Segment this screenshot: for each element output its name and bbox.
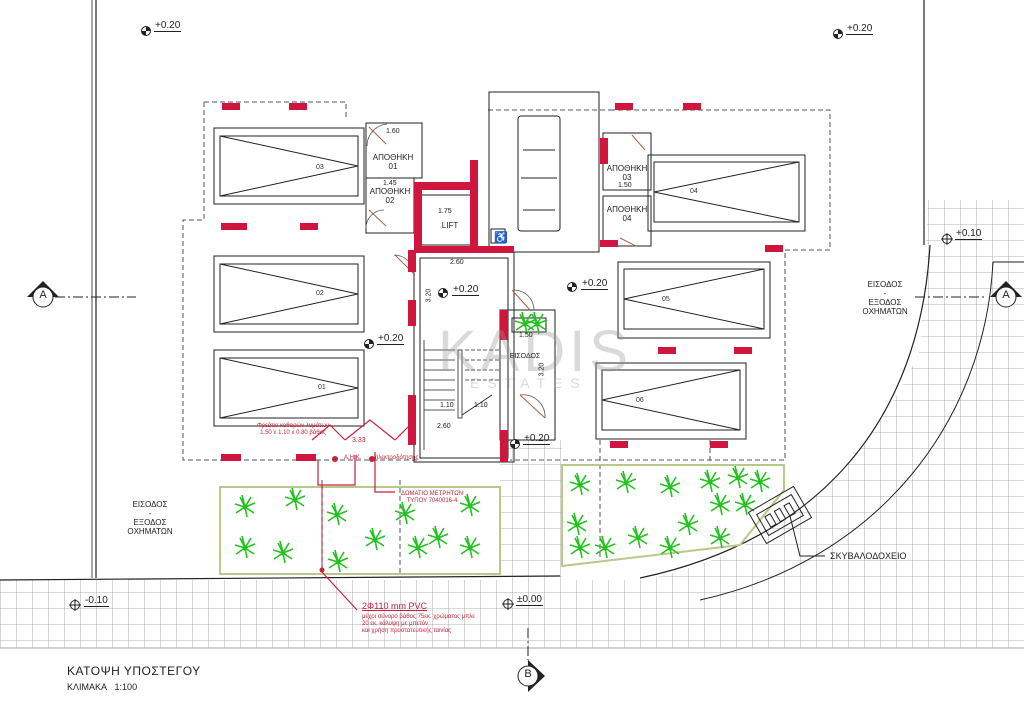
dim-stair-w: 2.60 — [437, 423, 451, 430]
level-right: +0.10 — [955, 228, 983, 240]
dim-storage-03-w: 1.50 — [618, 182, 632, 189]
parking-space-02: 02 — [316, 290, 324, 297]
level-hall: +0.20 — [452, 284, 480, 296]
dim-entrance-w: 1.50 — [519, 332, 533, 339]
section-b-label: B — [524, 668, 532, 680]
level-center-left: +0.20 — [377, 333, 405, 345]
dim-stair-left: 1.10 — [440, 402, 454, 409]
section-a-right-label: A — [1002, 289, 1010, 301]
dim-entrance-h: 3.20 — [538, 362, 546, 377]
drawing-title: ΚΑΤΟΨΗ ΥΠΟΣΤΕΓΟΥ — [67, 664, 201, 678]
level-center-right: +0.20 — [581, 278, 609, 290]
pipe-note-title: 2Φ110 mm PVC — [362, 601, 428, 611]
parking-space-05: 05 — [662, 296, 670, 303]
level-top-left: +0.20 — [154, 20, 182, 32]
parking-space-01: 01 — [318, 384, 326, 391]
section-marker-b — [517, 660, 545, 692]
level-bottom-center: ±0.00 — [516, 594, 543, 606]
level-bottom-left: -0.10 — [84, 595, 109, 607]
wheelchair-icon: ♿ — [494, 231, 508, 244]
parking-space-04: 04 — [690, 188, 698, 195]
watermark-subtitle: ESTATES — [470, 375, 588, 391]
dim-ahk: 3.33 — [352, 437, 366, 444]
refuse-label: ΣΚΥΒΑΛΟΔΟΧΕΙΟ — [830, 551, 907, 561]
parking-space-03: 03 — [316, 164, 324, 171]
ahk-label: Α.Η.Κ. — [344, 455, 362, 461]
lift-label: LIFT — [441, 221, 459, 230]
dim-stair-right: 1.10 — [474, 402, 488, 409]
dim-storage-01-w: 1.60 — [386, 128, 400, 135]
dim-lift-w: 1.75 — [438, 208, 452, 215]
section-a-left-label: A — [39, 289, 47, 301]
drawing-scale: ΚΛΙΜΑΚΑ 1:100 — [67, 682, 138, 692]
level-top-right: +0.20 — [846, 23, 874, 35]
watermark-logo: KADIS — [438, 319, 633, 384]
dim-storage-02-w: 1.45 — [383, 180, 397, 187]
electricity-note: ηλεκτροδότησης — [375, 455, 419, 461]
dim-hall-h: 3.20 — [425, 288, 433, 303]
parking-space-06: 06 — [636, 397, 644, 404]
section-marker-a-left — [27, 281, 59, 308]
level-entrance: +0.20 — [523, 433, 551, 445]
dim-hall-w: 2.60 — [450, 259, 464, 266]
section-marker-a-right — [990, 281, 1022, 308]
entrance-label: ΕΙΣΟΔΟΣ — [509, 353, 541, 360]
